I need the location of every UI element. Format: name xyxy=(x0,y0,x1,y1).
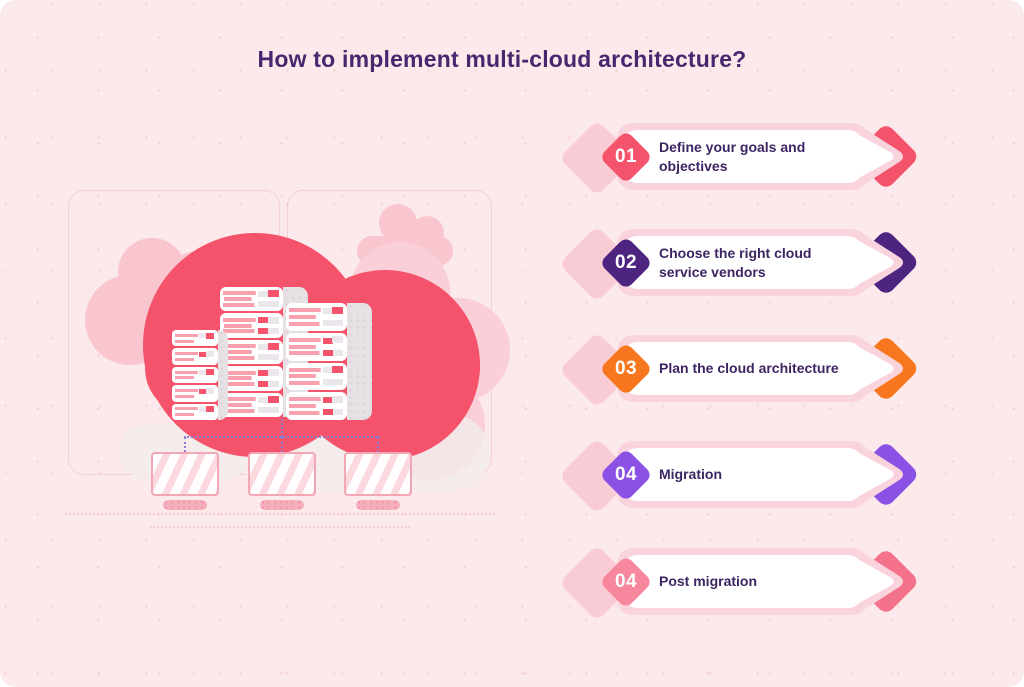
page-title: How to implement multi-cloud architectur… xyxy=(257,46,747,72)
step-label: Post migration xyxy=(659,573,758,590)
server-unit xyxy=(286,303,347,331)
server-unit xyxy=(220,366,283,391)
step-number: 01 xyxy=(614,145,638,167)
step-label: Define your goals and objectives xyxy=(659,139,806,174)
server-unit xyxy=(286,362,347,391)
step-banner-shape xyxy=(562,441,917,511)
monitor-stand xyxy=(260,500,304,510)
server-rack-side xyxy=(218,330,228,420)
server-unit xyxy=(172,366,218,384)
server-unit xyxy=(286,392,347,420)
step-item-2: 02 Choose the right cloud service vendor… xyxy=(555,217,927,309)
server-unit xyxy=(220,392,283,418)
step-number: 04 xyxy=(614,463,638,485)
step-item-1: 01 Define your goals and objectives xyxy=(555,111,927,203)
connector-line xyxy=(377,437,379,452)
server-unit xyxy=(172,403,218,421)
monitor-icon xyxy=(151,452,219,496)
server-unit xyxy=(220,287,283,312)
ground-line xyxy=(65,513,495,515)
step-item-3: 03 Plan the cloud architecture xyxy=(555,323,927,415)
connector-line xyxy=(281,437,283,452)
step-number: 02 xyxy=(614,251,638,273)
step-banner-shape xyxy=(562,123,917,193)
step-item-4: 04 Migration xyxy=(555,429,927,521)
server-unit xyxy=(172,385,218,402)
server-unit xyxy=(286,332,347,361)
server-rack-icon xyxy=(172,330,228,421)
monitor-icon xyxy=(344,452,412,496)
connector-line xyxy=(281,419,283,437)
step-label: Migration xyxy=(659,466,722,483)
server-rack-side xyxy=(347,303,372,420)
step-number: 04 xyxy=(614,570,638,592)
monitor-icon xyxy=(248,452,316,496)
cloud-illustration xyxy=(65,190,510,528)
monitor-stand xyxy=(163,500,207,510)
server-unit xyxy=(220,313,283,338)
step-label: Choose the right cloud service vendors xyxy=(659,245,812,280)
step-banner-shape xyxy=(562,548,917,618)
connector-line xyxy=(184,437,186,452)
server-rack-icon xyxy=(286,303,372,420)
server-unit xyxy=(220,339,283,365)
step-label: Plan the cloud architecture xyxy=(659,360,839,377)
server-unit xyxy=(172,330,218,347)
step-item-5: 04 Post migration xyxy=(555,536,927,628)
server-unit xyxy=(172,348,218,365)
step-number: 03 xyxy=(614,357,638,379)
monitor-stand xyxy=(356,500,400,510)
step-banner-shape xyxy=(562,335,917,405)
ground-line xyxy=(150,526,410,528)
